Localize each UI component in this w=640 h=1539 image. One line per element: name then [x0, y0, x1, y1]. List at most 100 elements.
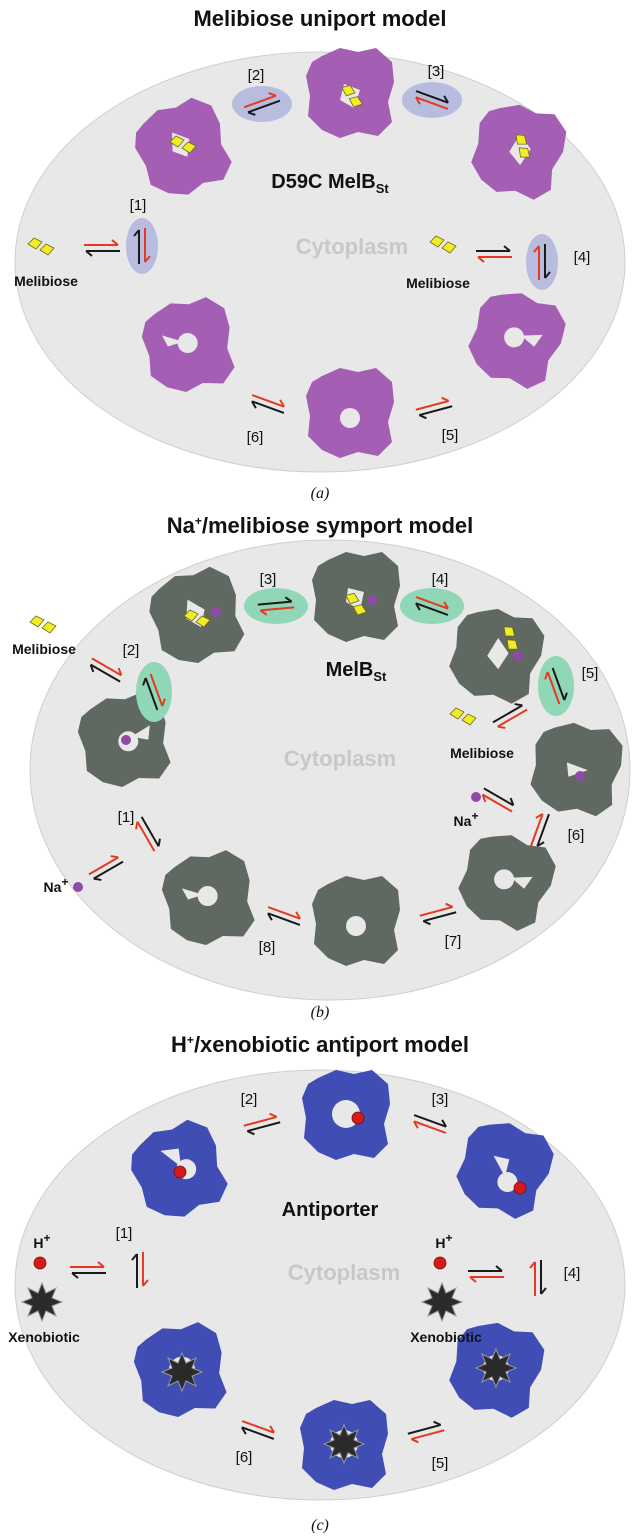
equilibrium-arrows-icon [413, 1114, 447, 1134]
panel-caption: (c) [311, 1517, 329, 1534]
equilibrium-arrows-icon [243, 92, 281, 116]
equilibrium-arrows-icon [407, 1420, 445, 1444]
proton-out-label: H+ [33, 1231, 50, 1251]
proton-in-label: H+ [435, 1231, 452, 1251]
equilibrium-arrows-icon [415, 90, 449, 110]
step-label: [6] [247, 429, 264, 446]
transport-arrows [476, 245, 512, 263]
panel-a-title: Melibiose uniport model [193, 6, 446, 31]
xenobiotic-icon [420, 1281, 464, 1323]
step-label: [3] [260, 571, 277, 588]
panel-a-uniport: Melibiose uniport model Melibiose Melibi [14, 6, 626, 502]
xenobiotic-icon [474, 1347, 518, 1389]
equilibrium-arrows-icon [257, 596, 295, 616]
panel-caption: (a) [311, 485, 330, 502]
step-label: [6] [236, 1449, 253, 1466]
sodium-ion-icon [367, 595, 377, 605]
step-label: [3] [428, 63, 445, 80]
proton-icon [173, 1165, 187, 1179]
transport-arrows [70, 1261, 106, 1279]
sodium-ion-icon [513, 651, 523, 661]
transport-arrows [89, 657, 123, 683]
equilibrium-arrows-icon [419, 902, 457, 926]
melibiose-out-label: Melibiose [14, 273, 78, 289]
proton-icon [513, 1181, 527, 1195]
step-label: [2] [241, 1091, 258, 1108]
transporter-b-bottom-left [157, 847, 260, 951]
step-highlight [244, 588, 308, 624]
sodium-ion-icon [471, 792, 481, 802]
step-highlight [232, 86, 292, 122]
transporter-c-top [302, 1070, 390, 1160]
step-label: [6] [568, 827, 585, 844]
transporter-b-top-right [441, 600, 550, 710]
proton-icon [33, 1256, 47, 1270]
xenobiotic-icon [20, 1281, 64, 1323]
step-label: [3] [432, 1091, 449, 1108]
equilibrium-arrows-icon [251, 394, 285, 414]
step-highlight [136, 662, 172, 722]
step-highlight [400, 588, 464, 624]
transport-arrows [84, 239, 120, 257]
melibiose-in-label: Melibiose [406, 275, 470, 291]
sodium-ion-icon [73, 882, 83, 892]
step-label: [2] [248, 67, 265, 84]
step-highlight [538, 656, 574, 716]
cytoplasm-label: Cytoplasm [288, 1260, 400, 1285]
transporter-c-top-right [446, 1111, 561, 1227]
sodium-in-label: Na+ [454, 809, 479, 829]
xenobiotic-icon [322, 1423, 366, 1465]
melibiose-out-label: Melibiose [12, 641, 76, 657]
transport-arrows [88, 855, 124, 881]
equilibrium-arrows-icon [533, 244, 551, 280]
equilibrium-arrows-icon [131, 1252, 149, 1288]
xenobiotic-icon [160, 1351, 204, 1393]
equilibrium-arrows-icon [135, 816, 161, 852]
panel-caption: (b) [311, 1004, 330, 1021]
transporter-b-bottom [312, 876, 400, 966]
transport-arrows [468, 1265, 504, 1283]
step-label: [5] [582, 665, 599, 682]
sodium-out-label: Na+ [44, 875, 69, 895]
step-label: [1] [118, 809, 135, 826]
transporter-a-bottom-right [458, 281, 573, 397]
equilibrium-arrows-icon [241, 1420, 275, 1440]
equilibrium-arrows-icon [267, 906, 301, 926]
transporter-a-bottom-left [137, 294, 240, 398]
step-label: [5] [442, 427, 459, 444]
protein-label: MelBSt [326, 659, 387, 684]
cytoplasm-label: Cytoplasm [296, 234, 408, 259]
step-label: [4] [564, 1265, 581, 1282]
sodium-ion-icon [121, 735, 131, 745]
step-label: [8] [259, 939, 276, 956]
cytoplasm-label: Cytoplasm [284, 746, 396, 771]
melibiose-icon [29, 615, 57, 634]
proton-icon [433, 1256, 447, 1270]
step-label: [7] [445, 933, 462, 950]
equilibrium-arrows-icon [415, 596, 449, 616]
step-highlight [402, 82, 462, 118]
step-highlight [526, 234, 558, 290]
panel-b-symport: Na+/melibiose symport model [12, 513, 631, 1021]
equilibrium-arrows-icon [530, 813, 550, 847]
step-label: [4] [432, 571, 449, 588]
sodium-ion-icon [575, 771, 585, 781]
panel-c-title: H+/xenobiotic antiport model [171, 1032, 469, 1057]
panel-c-antiport: H+/xenobiotic antiport model H+ H+ Xenob… [8, 1032, 626, 1534]
protein-label: Antiporter [282, 1199, 379, 1221]
protein-label: D59C MelBSt [271, 171, 389, 196]
equilibrium-arrows-icon [415, 396, 453, 420]
step-label: [1] [130, 197, 147, 214]
proton-icon [351, 1111, 365, 1125]
equilibrium-arrows-icon [243, 1112, 281, 1136]
equilibrium-arrows-icon [544, 667, 568, 705]
xenobiotic-in-label: Xenobiotic [410, 1329, 482, 1345]
transporter-a-bottom [306, 368, 394, 458]
equilibrium-arrows-icon [529, 1260, 547, 1296]
transport-arrows [481, 787, 515, 813]
transport-arrows [492, 703, 528, 729]
equilibrium-arrows-icon [142, 673, 166, 711]
transporter-b-bottom-right [448, 823, 563, 939]
